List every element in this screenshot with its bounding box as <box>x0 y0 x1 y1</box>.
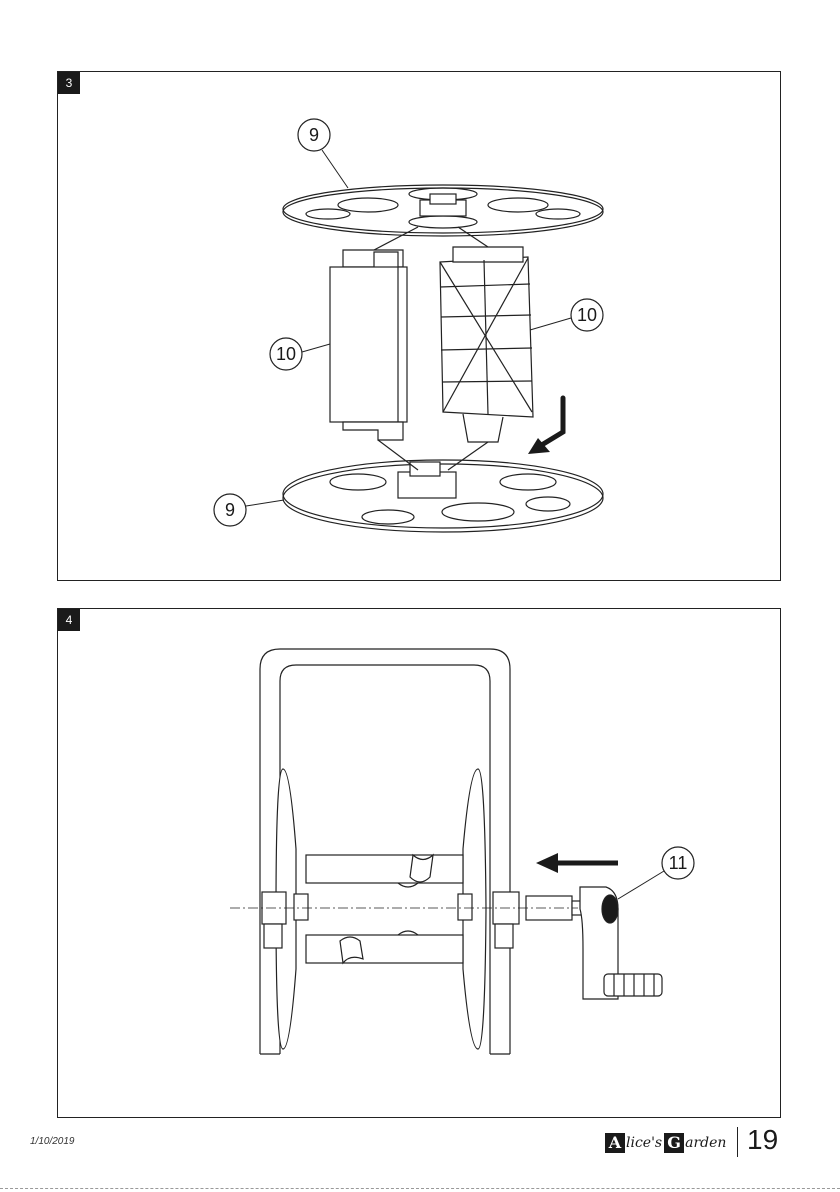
left-core-half <box>330 250 407 440</box>
step-4-panel: 4 <box>57 608 781 1118</box>
callout-label: 10 <box>577 305 597 325</box>
right-core-half <box>440 247 533 442</box>
page-number: 19 <box>747 1124 778 1156</box>
callout-label: 10 <box>276 344 296 364</box>
brand-initial: G <box>664 1133 684 1153</box>
top-reel-disc <box>283 185 603 236</box>
assembly-direction-arrow <box>540 398 563 446</box>
brand-initial: A <box>605 1133 625 1153</box>
page-bottom-rule <box>0 1188 840 1189</box>
left-reel-disc <box>262 769 308 1049</box>
brand-text: arden <box>685 1135 726 1151</box>
brand-text: lice's <box>626 1135 662 1151</box>
reel-drum <box>306 855 463 963</box>
bottom-reel-disc <box>283 460 603 532</box>
step-4-illustration: 11 <box>58 609 782 1119</box>
document-date: 1/10/2019 <box>30 1136 75 1147</box>
crank-handle <box>526 887 662 999</box>
step-3-panel: 3 <box>57 71 781 581</box>
arrow-head-icon <box>536 853 558 873</box>
callout-label: 11 <box>669 853 688 873</box>
callout-label: 9 <box>309 125 319 145</box>
footer-divider <box>737 1127 738 1157</box>
step-3-illustration: 9 10 10 9 <box>58 72 782 582</box>
callout-label: 9 <box>225 500 235 520</box>
